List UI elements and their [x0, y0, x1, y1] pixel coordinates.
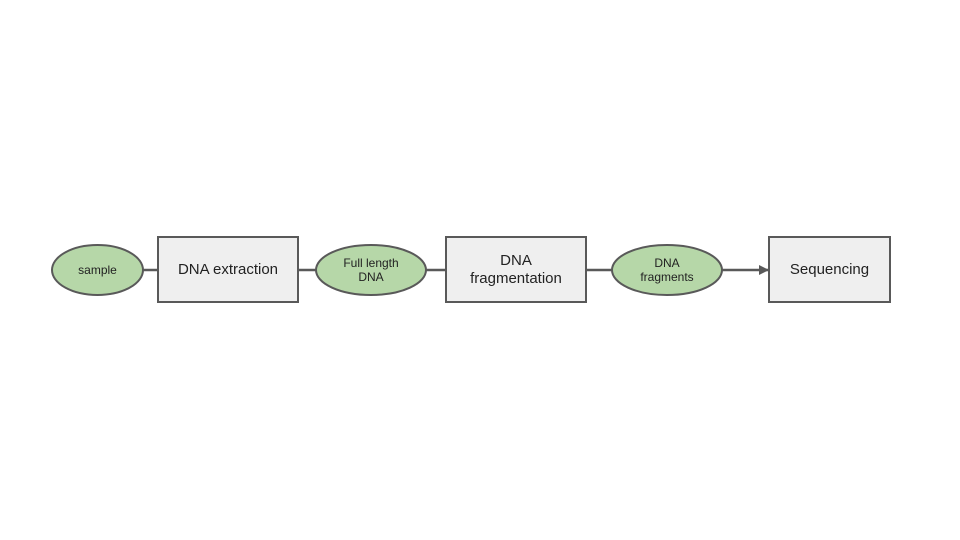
sequencing-box	[768, 236, 891, 303]
full-length-dna-oval	[315, 244, 427, 296]
dna-fragments-oval	[611, 244, 723, 296]
dna-fragmentation-box	[445, 236, 587, 303]
sample-oval	[51, 244, 144, 296]
dna-extraction-box	[157, 236, 299, 303]
